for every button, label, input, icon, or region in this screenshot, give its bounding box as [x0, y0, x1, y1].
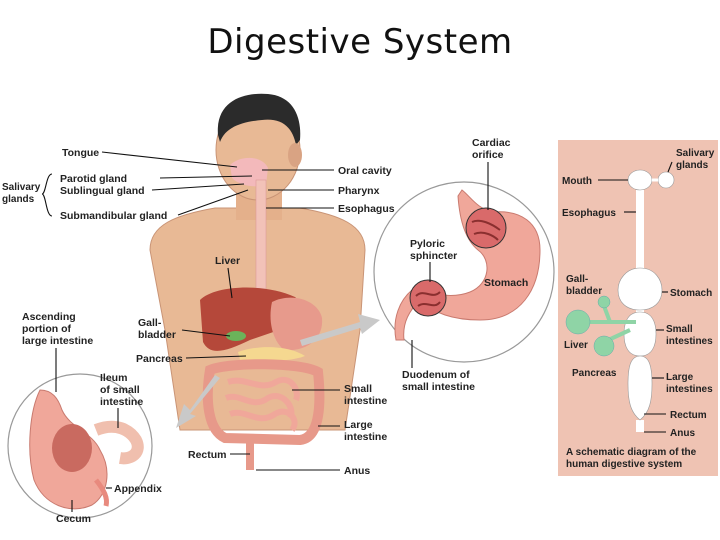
sch-salivary-2: glands — [676, 160, 709, 171]
salivary-brace — [41, 173, 53, 217]
label-pharynx: Pharynx — [338, 185, 380, 197]
label-anus: Anus — [344, 465, 370, 477]
label-ileum-3: intestine — [100, 396, 143, 408]
schematic-panel: Salivary glands Mouth Esophagus Gall- bl… — [558, 140, 718, 476]
left-labels: Tongue Salivary glands Parotid gland Sub… — [2, 147, 253, 461]
pancreas — [238, 347, 305, 362]
sch-large-2: intestines — [666, 384, 713, 395]
label-pyloric-1: Pyloric — [410, 238, 445, 250]
sch-gallbladder-2: bladder — [566, 286, 602, 297]
sch-salivary-1: Salivary — [676, 148, 715, 159]
label-tongue: Tongue — [62, 147, 99, 159]
label-small-intestine-1: Small — [344, 383, 372, 395]
label-ascending-3: large intestine — [22, 335, 93, 347]
label-gallbladder-2: bladder — [138, 329, 176, 341]
sch-liver: Liver — [564, 340, 588, 351]
sch-large-1: Large — [666, 372, 694, 383]
label-ascending-2: portion of — [22, 323, 71, 335]
label-rectum: Rectum — [188, 449, 227, 461]
label-gallbladder-1: Gall- — [138, 317, 162, 329]
zoom-arrows — [176, 314, 380, 428]
label-pyloric-2: sphincter — [410, 250, 457, 262]
label-duodenum-1: Duodenum of — [402, 369, 470, 381]
hair — [217, 93, 301, 145]
sch-esophagus: Esophagus — [562, 208, 616, 219]
stomach-body — [270, 297, 323, 351]
label-ileum-1: Ileum — [100, 372, 127, 384]
label-parotid: Parotid gland — [60, 173, 127, 185]
gallbladder — [226, 331, 246, 341]
human-figure — [149, 93, 366, 470]
label-stomach: Stomach — [484, 277, 528, 289]
sch-small-1: Small — [666, 324, 693, 335]
sch-caption-1: A schematic diagram of the — [566, 447, 697, 458]
sch-pancreas: Pancreas — [572, 368, 617, 379]
label-cardiac-2: orifice — [472, 149, 504, 161]
sch-stomach: Stomach — [670, 288, 712, 299]
intestine-inset: Ascending portion of large intestine Ile… — [7, 311, 162, 525]
label-salivary-2: glands — [2, 194, 35, 205]
label-small-intestine-2: intestine — [344, 395, 387, 407]
label-submandibular: Submandibular gland — [60, 210, 167, 222]
right-labels: Oral cavity Pharynx Esophagus Small inte… — [256, 165, 395, 477]
label-appendix: Appendix — [114, 483, 162, 495]
sch-anus: Anus — [670, 428, 695, 439]
stomach-inset: Cardiac orifice Pyloric sphincter Stomac… — [373, 137, 555, 393]
label-liver: Liver — [215, 255, 240, 267]
label-large-intestine-2: intestine — [344, 431, 387, 443]
label-large-intestine-1: Large — [344, 419, 373, 431]
sch-gallbladder-1: Gall- — [566, 274, 588, 285]
label-ascending-1: Ascending — [22, 311, 76, 323]
sch-rectum: Rectum — [670, 410, 707, 421]
oral-cavity — [230, 157, 268, 187]
large-intestine — [202, 359, 325, 446]
label-salivary-1: Salivary — [2, 182, 41, 193]
sch-caption-2: human digestive system — [566, 459, 682, 470]
label-esophagus: Esophagus — [338, 203, 395, 215]
sch-mouth: Mouth — [562, 176, 592, 187]
sch-small-2: intestines — [666, 336, 713, 347]
label-cardiac-1: Cardiac — [472, 137, 511, 149]
label-ileum-2: of small — [100, 384, 140, 396]
label-sublingual: Sublingual gland — [60, 185, 145, 197]
page-title: Digestive System — [207, 22, 513, 62]
label-cecum: Cecum — [56, 513, 91, 525]
label-oral-cavity: Oral cavity — [338, 165, 392, 177]
label-duodenum-2: small intestine — [402, 381, 475, 393]
label-pancreas: Pancreas — [136, 353, 183, 365]
